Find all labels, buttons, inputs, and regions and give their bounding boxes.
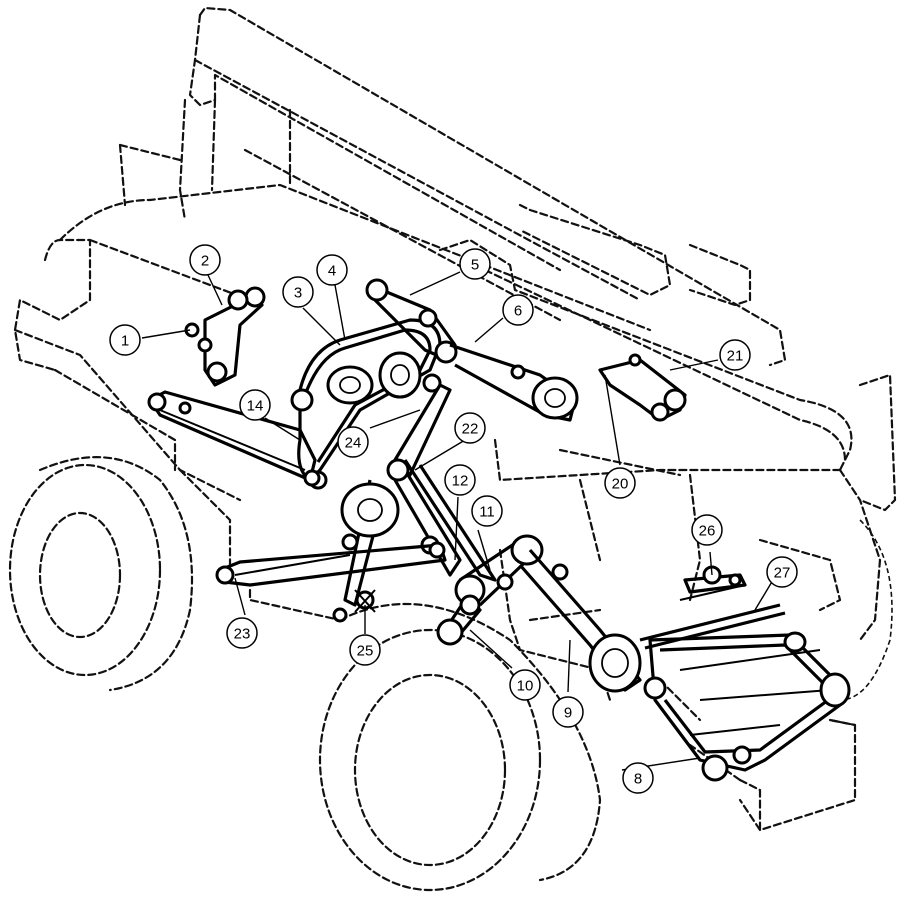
callout-23: 23 xyxy=(226,617,258,649)
idler-assembly-1-2 xyxy=(184,286,266,387)
belt-11-12 xyxy=(403,459,544,607)
callout-number: 6 xyxy=(514,303,522,320)
callout-number: 20 xyxy=(612,476,629,493)
callout-circle xyxy=(454,412,486,444)
callout-number: 14 xyxy=(247,398,264,415)
callout-circle xyxy=(444,464,476,496)
callout-circle xyxy=(239,389,271,421)
callout-21: 21 xyxy=(719,339,751,371)
callout-circle xyxy=(226,617,258,649)
callout-number: 22 xyxy=(462,421,479,438)
callout-circle xyxy=(552,696,584,728)
sprocket-25 xyxy=(332,589,376,623)
callout-26: 26 xyxy=(691,514,723,546)
callout-circle xyxy=(766,556,798,588)
callout-number: 21 xyxy=(727,348,744,365)
callout-12: 12 xyxy=(444,464,476,496)
belt-6 xyxy=(449,343,579,422)
callout-4: 4 xyxy=(316,254,348,286)
callout-circle xyxy=(719,339,751,371)
arm-20-21 xyxy=(598,353,687,422)
callout-number: 11 xyxy=(479,504,495,521)
conveyor-8 xyxy=(643,631,851,782)
callout-2: 2 xyxy=(189,244,221,276)
callout-circle xyxy=(282,276,314,308)
belt-14 xyxy=(147,390,321,487)
callout-27: 27 xyxy=(766,556,798,588)
callout-circle xyxy=(316,254,348,286)
callout-20: 20 xyxy=(604,467,636,499)
callout-number: 4 xyxy=(328,263,336,280)
machine-body-outline xyxy=(8,6,897,892)
callout-circle xyxy=(622,762,654,794)
callout-circle xyxy=(109,324,141,356)
callout-leaders xyxy=(141,271,774,771)
callout-number: 23 xyxy=(234,626,251,643)
callout-number: 1 xyxy=(121,333,129,350)
callout-10: 10 xyxy=(509,669,541,701)
callout-22: 22 xyxy=(454,412,486,444)
callout-number: 5 xyxy=(471,257,479,274)
callout-number: 10 xyxy=(517,678,534,695)
callout-circle xyxy=(691,514,723,546)
callout-3: 3 xyxy=(282,276,314,308)
callout-6: 6 xyxy=(502,294,534,326)
callout-25: 25 xyxy=(349,634,381,666)
callout-14: 14 xyxy=(239,389,271,421)
callout-11: 11 xyxy=(471,495,503,527)
belt-drive-assembly xyxy=(147,278,851,782)
belt-23 xyxy=(215,541,447,587)
callout-number: 9 xyxy=(564,705,572,722)
callout-circle xyxy=(459,248,491,280)
callout-number: 12 xyxy=(452,473,469,490)
callout-24: 24 xyxy=(337,426,369,458)
callout-circle xyxy=(189,244,221,276)
callout-circle xyxy=(509,669,541,701)
callout-circle xyxy=(604,467,636,499)
callout-circle xyxy=(471,495,503,527)
callout-circle xyxy=(349,634,381,666)
callout-circle xyxy=(337,426,369,458)
callout-number: 24 xyxy=(345,435,362,452)
callout-8: 8 xyxy=(622,762,654,794)
callout-5: 5 xyxy=(459,248,491,280)
callout-number: 8 xyxy=(634,771,642,788)
callout-circle xyxy=(502,294,534,326)
central-lower-drive xyxy=(340,383,462,607)
pulley-9 xyxy=(518,548,642,693)
callout-9: 9 xyxy=(552,696,584,728)
callout-number: 27 xyxy=(774,565,791,582)
callout-number: 26 xyxy=(699,523,716,540)
pulleys-10 xyxy=(436,594,482,646)
callout-1: 1 xyxy=(109,324,141,356)
callout-number: 2 xyxy=(201,253,209,270)
callout-number: 3 xyxy=(294,285,302,302)
callout-number: 25 xyxy=(357,643,374,660)
